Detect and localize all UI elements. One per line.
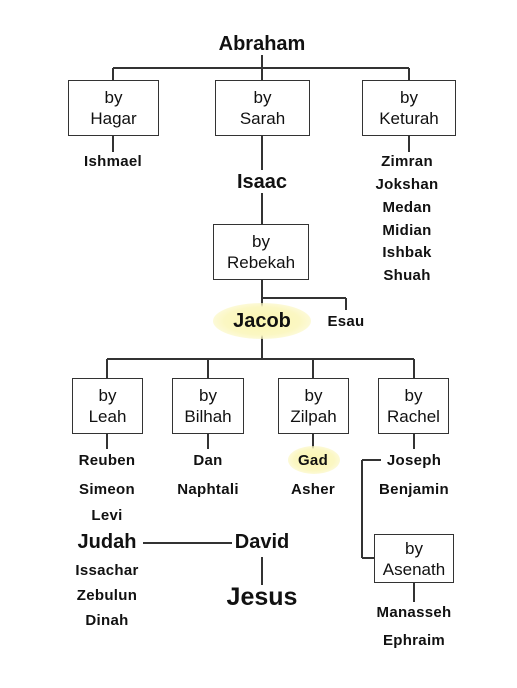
node-simeon: Simeon xyxy=(79,481,135,498)
node-zimran: Zimran xyxy=(381,153,433,170)
wife-box-leah: by Leah xyxy=(72,378,143,434)
node-joseph: Joseph xyxy=(386,452,442,469)
node-issachar: Issachar xyxy=(75,562,139,579)
wife-name: Keturah xyxy=(379,109,439,128)
wife-box-bilhah: by Bilhah xyxy=(172,378,244,434)
node-judah: Judah xyxy=(77,531,137,553)
wife-prefix: by xyxy=(304,386,323,405)
node-dan: Dan xyxy=(193,452,223,469)
wife-prefix: by xyxy=(252,232,270,251)
node-abraham: Abraham xyxy=(218,33,306,55)
node-naphtali: Naphtali xyxy=(177,481,239,498)
wife-prefix: by xyxy=(400,88,418,107)
wife-name: Leah xyxy=(88,407,127,426)
wife-prefix: by xyxy=(104,88,123,107)
wife-box-zilpah: by Zilpah xyxy=(278,378,349,434)
wife-prefix: by xyxy=(98,386,117,405)
node-medan: Medan xyxy=(382,199,432,216)
node-isaac: Isaac xyxy=(236,171,288,193)
wife-name: Rachel xyxy=(387,407,440,426)
node-levi: Levi xyxy=(91,507,123,524)
node-jokshan: Jokshan xyxy=(375,176,439,193)
wife-prefix: by xyxy=(404,386,423,405)
wife-box-rachel: by Rachel xyxy=(378,378,449,434)
jacob-highlight xyxy=(213,303,311,339)
wife-prefix: by xyxy=(199,386,217,405)
node-jacob: Jacob xyxy=(233,310,291,332)
wife-prefix: by xyxy=(253,88,272,107)
node-esau: Esau xyxy=(327,313,365,330)
node-benjamin: Benjamin xyxy=(379,481,449,498)
node-dinah: Dinah xyxy=(85,612,129,629)
wife-box-sarah: by Sarah xyxy=(215,80,310,136)
node-manasseh: Manasseh xyxy=(376,604,452,621)
node-ishmael: Ishmael xyxy=(84,153,142,170)
wife-prefix: by xyxy=(405,538,423,558)
node-zebulun: Zebulun xyxy=(76,587,138,604)
wife-box-hagar: by Hagar xyxy=(68,80,159,136)
wife-name: Asenath xyxy=(382,559,446,579)
wife-box-asenath: by Asenath xyxy=(374,534,454,583)
node-david: David xyxy=(234,531,290,553)
node-midian: Midian xyxy=(382,222,432,239)
gad-highlight xyxy=(288,446,340,474)
node-shuah: Shuah xyxy=(383,267,431,284)
wife-name: Sarah xyxy=(239,109,286,128)
wife-name: Rebekah xyxy=(226,253,296,272)
wife-box-keturah: by Keturah xyxy=(362,80,456,136)
node-reuben: Reuben xyxy=(78,452,136,469)
node-gad: Gad xyxy=(297,452,329,469)
node-jesus: Jesus xyxy=(226,583,298,611)
node-ishbak: Ishbak xyxy=(382,244,432,261)
node-ephraim: Ephraim xyxy=(382,632,446,649)
node-asher: Asher xyxy=(290,481,336,498)
wife-name: Zilpah xyxy=(290,407,337,426)
wife-name: Hagar xyxy=(90,109,137,128)
wife-box-rebekah: by Rebekah xyxy=(213,224,309,280)
wife-name: Bilhah xyxy=(184,407,232,426)
